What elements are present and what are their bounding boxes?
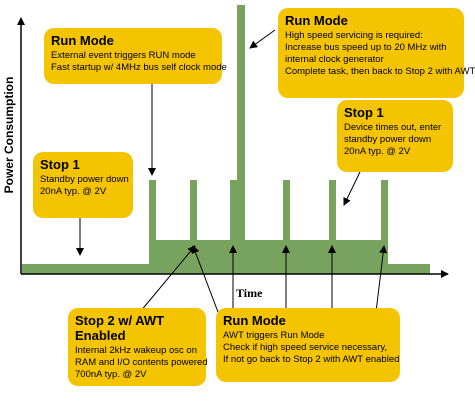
callout-run-mode-high-speed: Run Mode High speed servicing is require…: [278, 8, 475, 98]
callout-line: AWT triggers Run Mode: [223, 330, 325, 341]
callout-line: 20nA typ. @ 2V: [344, 146, 411, 157]
callout-title: Run Mode: [51, 33, 114, 48]
callout-line: External event triggers RUN mode: [51, 50, 196, 61]
callout-line: Check if high speed service necessary,: [223, 342, 388, 353]
callout-line: Fast startup w/ 4MHz bus self clock mode: [51, 62, 227, 73]
run-spike-high-speed: [237, 5, 245, 274]
callout-line: Device times out, enter: [344, 122, 442, 133]
callout-line: 20nA typ. @ 2V: [40, 186, 107, 197]
callout-line: If not go back to Stop 2 with AWT enable…: [223, 354, 400, 365]
callout-line: Internal 2kHz wakeup osc on: [75, 345, 197, 356]
y-axis-label: Power Consumption: [2, 76, 16, 194]
callout-line: Increase bus speed up to 20 MHz with: [285, 42, 447, 53]
callout-stop1-left: Stop 1 Standby power down 20nA typ. @ 2V: [33, 152, 133, 218]
run-spike-5: [329, 180, 336, 274]
callout-line: Complete task, then back to Stop 2 with …: [285, 66, 475, 77]
callout-title: Stop 1: [344, 105, 384, 120]
callout-line: High speed servicing is required:: [285, 30, 423, 41]
callout-line: standby power down: [344, 134, 432, 145]
callout-line: internal clock generator: [285, 54, 384, 65]
callout-run-mode-awt: Run Mode AWT triggers Run Mode Check if …: [216, 308, 400, 382]
run-spike-6: [381, 180, 388, 274]
callout-title: Run Mode: [285, 13, 348, 28]
callout-title: Run Mode: [223, 313, 286, 328]
run-spike-1: [149, 180, 156, 274]
arrow-awt-to-spike-2: [191, 245, 219, 313]
callout-line: RAM and I/O contents powered: [75, 357, 208, 368]
arrow-awt-to-spike-6: [375, 245, 388, 313]
run-spike-3: [230, 180, 237, 274]
callout-run-mode-external: Run Mode External event triggers RUN mod…: [44, 28, 227, 84]
callout-title: Stop 2 w/ AWT Enabled: [75, 313, 165, 343]
callout-line: Standby power down: [40, 174, 129, 185]
x-axis-label: Time: [236, 286, 263, 300]
stop2-plateau: [152, 240, 385, 274]
run-spike-2: [190, 180, 197, 274]
run-spike-4: [283, 180, 290, 274]
arrow-stop2-awt: [134, 245, 196, 319]
callout-title: Stop 1: [40, 157, 80, 172]
callout-stop1-right: Stop 1 Device times out, enter standby p…: [337, 100, 453, 172]
callout-line: 700nA typ. @ 2V: [75, 369, 147, 380]
arrow-stop1-right: [343, 171, 361, 206]
callout-stop2-awt: Stop 2 w/ AWT Enabled Internal 2kHz wake…: [68, 308, 208, 386]
stop1-baseline-left: [22, 264, 152, 274]
arrow-run-highspeed: [249, 29, 276, 49]
stop1-baseline-right: [385, 264, 430, 274]
